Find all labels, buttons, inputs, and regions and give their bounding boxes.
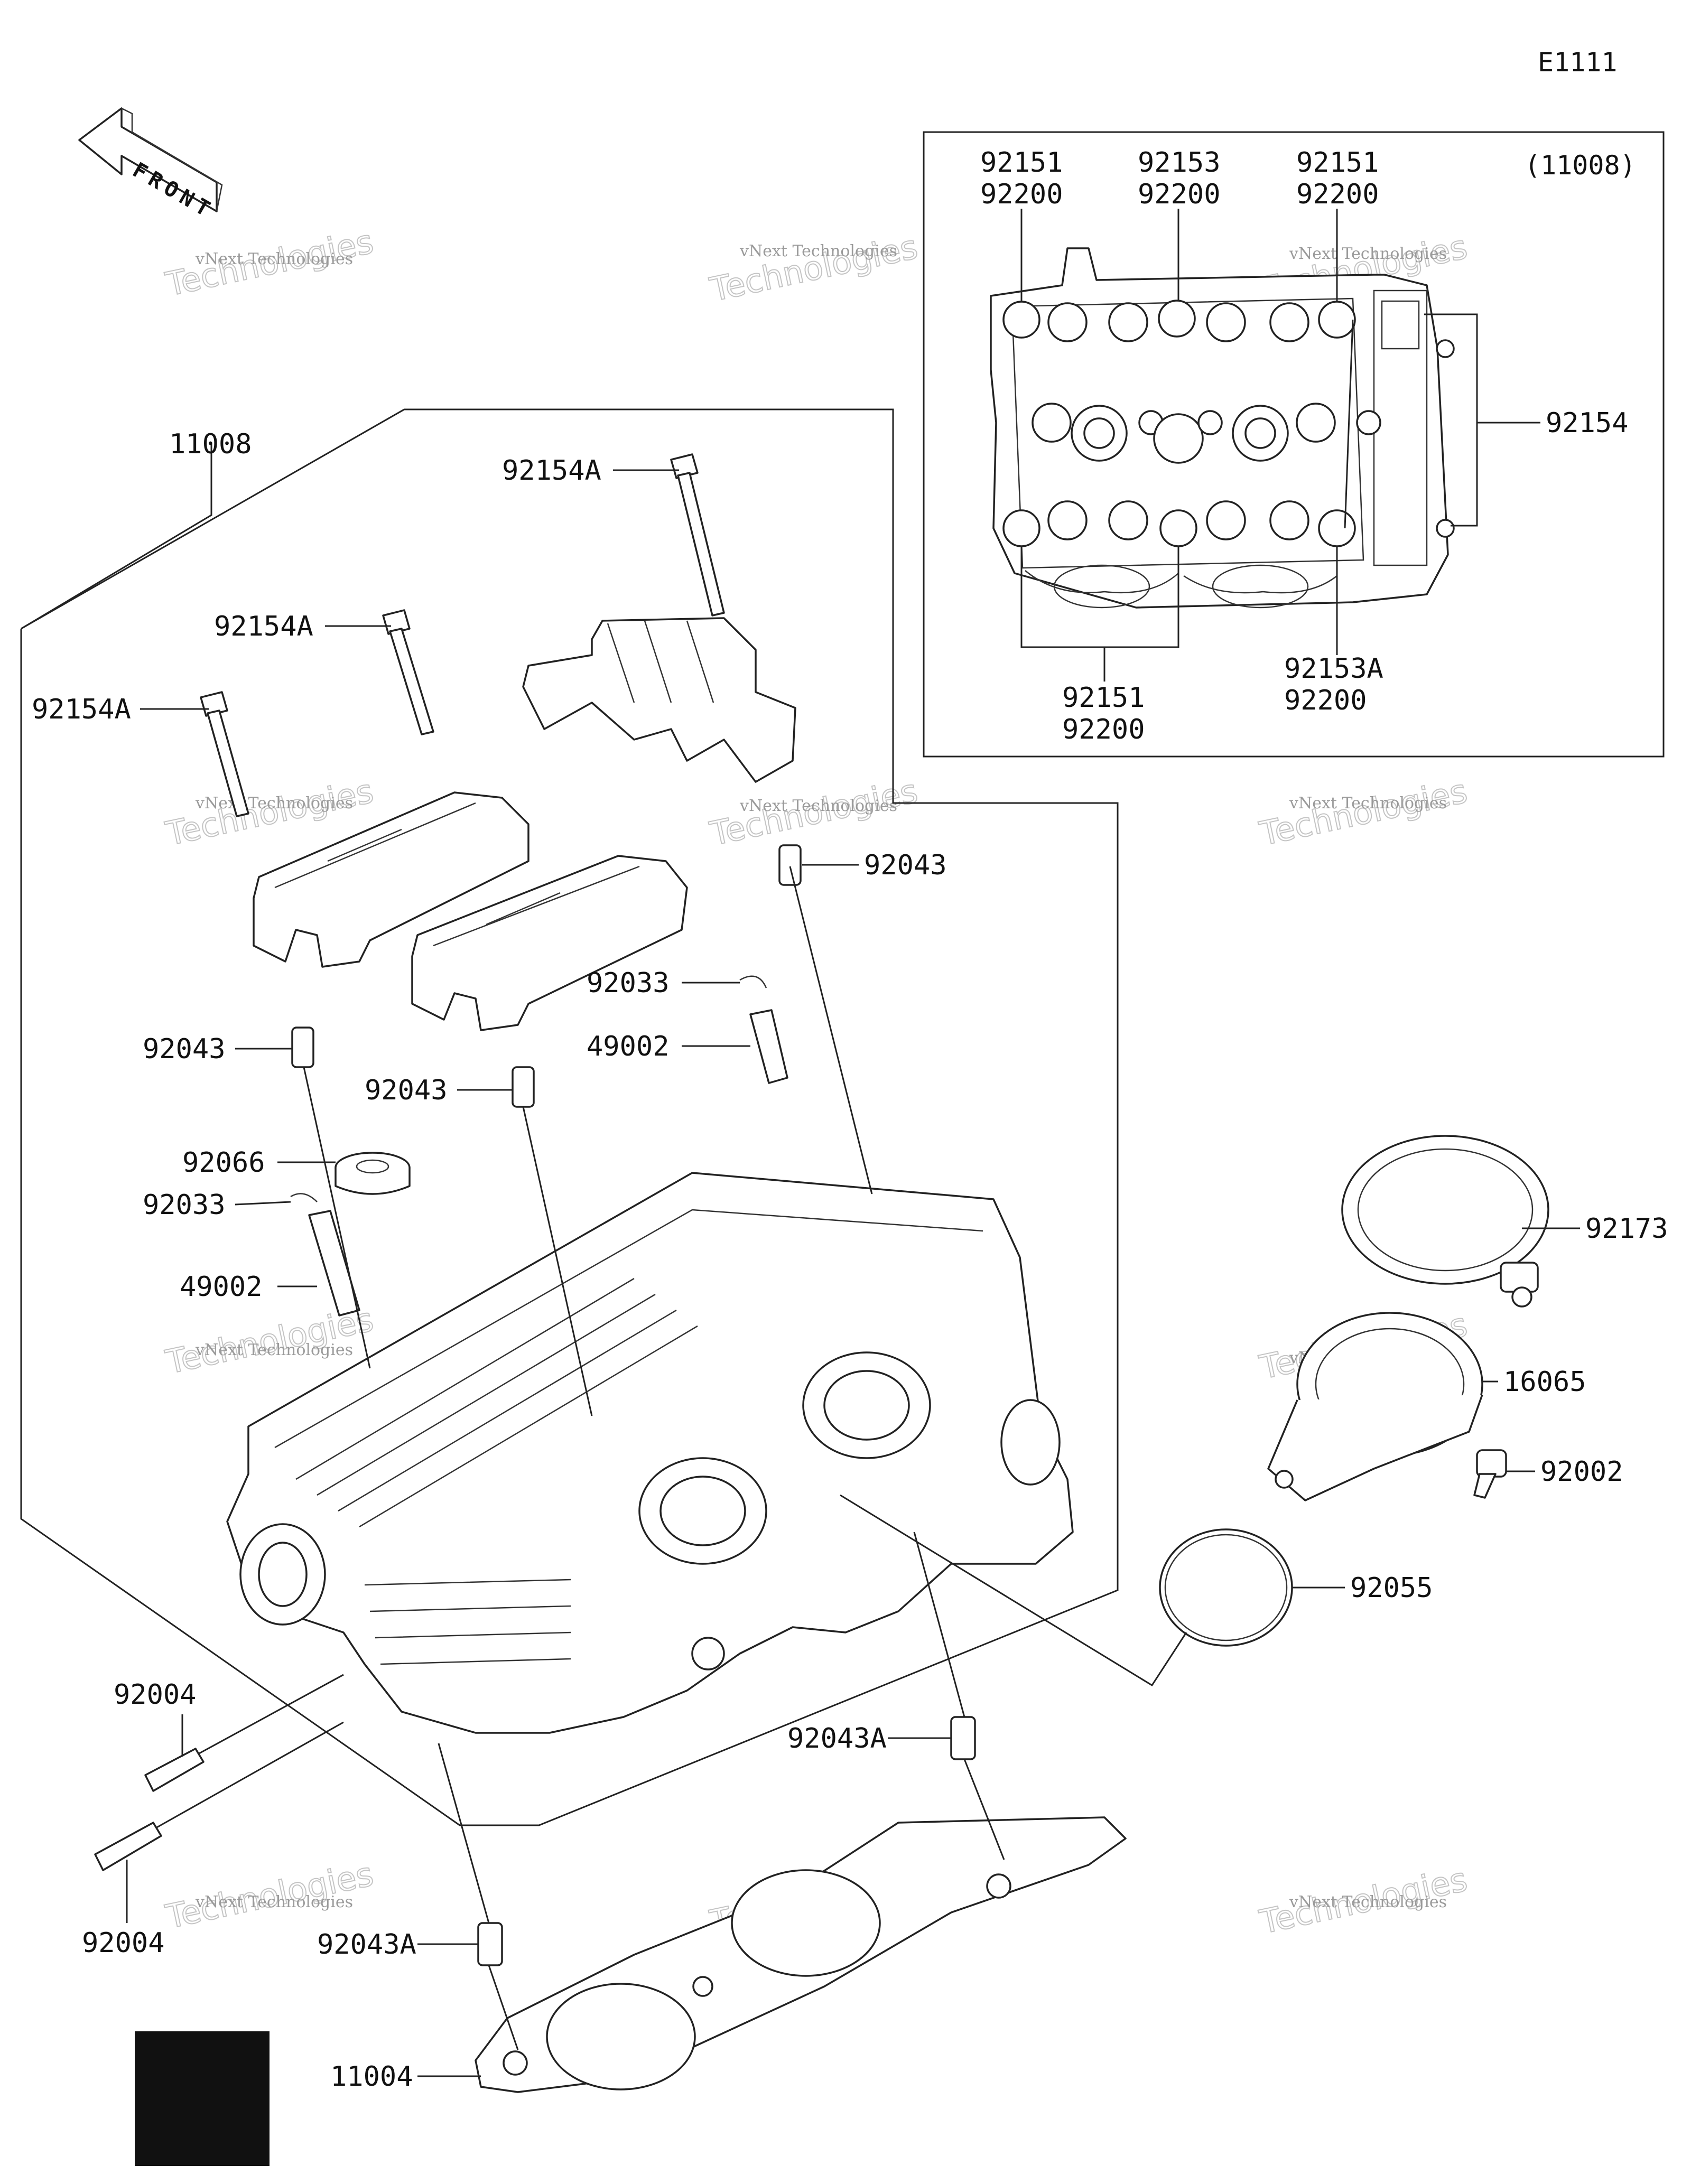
valve-guide xyxy=(749,1009,788,1084)
front-arrow-icon: FRONT xyxy=(78,107,223,224)
head-gasket xyxy=(475,1816,1127,2093)
svg-text:Technologies: Technologies xyxy=(707,227,921,309)
clip xyxy=(739,975,767,988)
diagram-code: E1111 xyxy=(1538,47,1618,78)
part-label: 92200 xyxy=(1062,714,1145,745)
watermark: Technologies vNext Technologies xyxy=(1256,1859,1471,1942)
part-label: 92153A xyxy=(1284,653,1383,685)
part-label: 16065 xyxy=(1503,1366,1586,1398)
part-label: 92033 xyxy=(587,967,670,999)
part-label: 92153 xyxy=(1138,147,1221,179)
part-label: 92043 xyxy=(864,850,947,881)
leaders xyxy=(21,444,1580,2077)
part-label: 92200 xyxy=(980,179,1063,210)
part-label: 11004 xyxy=(330,2061,413,2093)
part-label: 92200 xyxy=(1296,179,1379,210)
watermark: Technologies vNext Technologies xyxy=(1256,771,1471,853)
dowel-pin xyxy=(778,844,802,886)
svg-text:vNext Technologies: vNext Technologies xyxy=(739,797,897,815)
svg-text:vNext Technologies: vNext Technologies xyxy=(1289,1893,1447,1911)
part-label: 92200 xyxy=(1284,685,1367,716)
inset-head-top-view xyxy=(990,247,1455,609)
part-label: 92154A xyxy=(214,611,313,642)
clip xyxy=(290,1193,318,1202)
inset-assembly-ref: (11008) xyxy=(1525,150,1636,181)
watermark: Technologies vNext Technologies xyxy=(706,227,922,309)
svg-text:vNext Technologies: vNext Technologies xyxy=(195,1341,353,1359)
part-label: 92151 xyxy=(1062,682,1145,714)
dowel-pin xyxy=(512,1066,535,1108)
part-label: 49002 xyxy=(180,1271,263,1303)
bolt-92154A xyxy=(670,453,725,617)
svg-text:vNext Technologies: vNext Technologies xyxy=(195,794,353,813)
part-label: 92151 xyxy=(1296,147,1379,179)
part-label: 92154A xyxy=(32,694,131,725)
part-label: 92004 xyxy=(114,1679,197,1711)
cam-cap xyxy=(253,791,529,968)
svg-text:vNext Technologies: vNext Technologies xyxy=(739,242,897,260)
part-label: 92154 xyxy=(1546,407,1629,439)
dowel-pin xyxy=(950,1716,976,1760)
part-label: 92043 xyxy=(365,1075,448,1106)
plug xyxy=(335,1152,411,1195)
watermark: Technologies vNext Technologies xyxy=(706,771,922,853)
dowel-pin xyxy=(477,1922,503,1966)
valve-guide xyxy=(308,1210,360,1317)
part-label: 92004 xyxy=(82,1927,165,1959)
part-label: 92043A xyxy=(787,1723,887,1754)
part-label: 92033 xyxy=(143,1189,226,1221)
black-block xyxy=(135,2031,270,2166)
watermark: Technologies vNext Technologies xyxy=(162,221,377,304)
o-ring xyxy=(1159,1528,1293,1647)
part-label: 92200 xyxy=(1138,179,1221,210)
part-label: 92173 xyxy=(1585,1213,1668,1245)
part-label: 49002 xyxy=(587,1031,670,1062)
part-label: 92154A xyxy=(502,455,601,487)
svg-text:vNext Technologies: vNext Technologies xyxy=(195,1893,353,1911)
part-label: 92043A xyxy=(317,1929,416,1961)
part-label: 92066 xyxy=(182,1147,265,1179)
bolt-92154A xyxy=(382,609,434,735)
bolt-92154A xyxy=(200,691,249,817)
part-label: 92043 xyxy=(143,1033,226,1065)
screw xyxy=(1473,1449,1507,1499)
svg-text:vNext Technologies: vNext Technologies xyxy=(1289,794,1447,813)
dowel-pin xyxy=(291,1026,314,1068)
watermark: Technologies vNext Technologies xyxy=(162,1854,377,1936)
svg-text:vNext Technologies: vNext Technologies xyxy=(1289,245,1447,263)
part-label: 92002 xyxy=(1540,1456,1623,1488)
svg-text:vNext Technologies: vNext Technologies xyxy=(195,250,353,268)
camshaft-holder xyxy=(522,617,796,783)
inset-box xyxy=(923,131,1665,758)
clamp xyxy=(1341,1135,1549,1308)
part-label: 11008 xyxy=(169,428,252,460)
stud-bolt xyxy=(94,1721,344,1871)
stud-bolt xyxy=(144,1674,344,1792)
part-label: 92151 xyxy=(980,147,1063,179)
part-label: 92055 xyxy=(1350,1572,1433,1604)
cam-cap xyxy=(411,855,688,1031)
inset-leaders xyxy=(1020,209,1540,682)
throttle-holder xyxy=(1267,1312,1483,1501)
assembly-outline xyxy=(20,408,1119,1826)
